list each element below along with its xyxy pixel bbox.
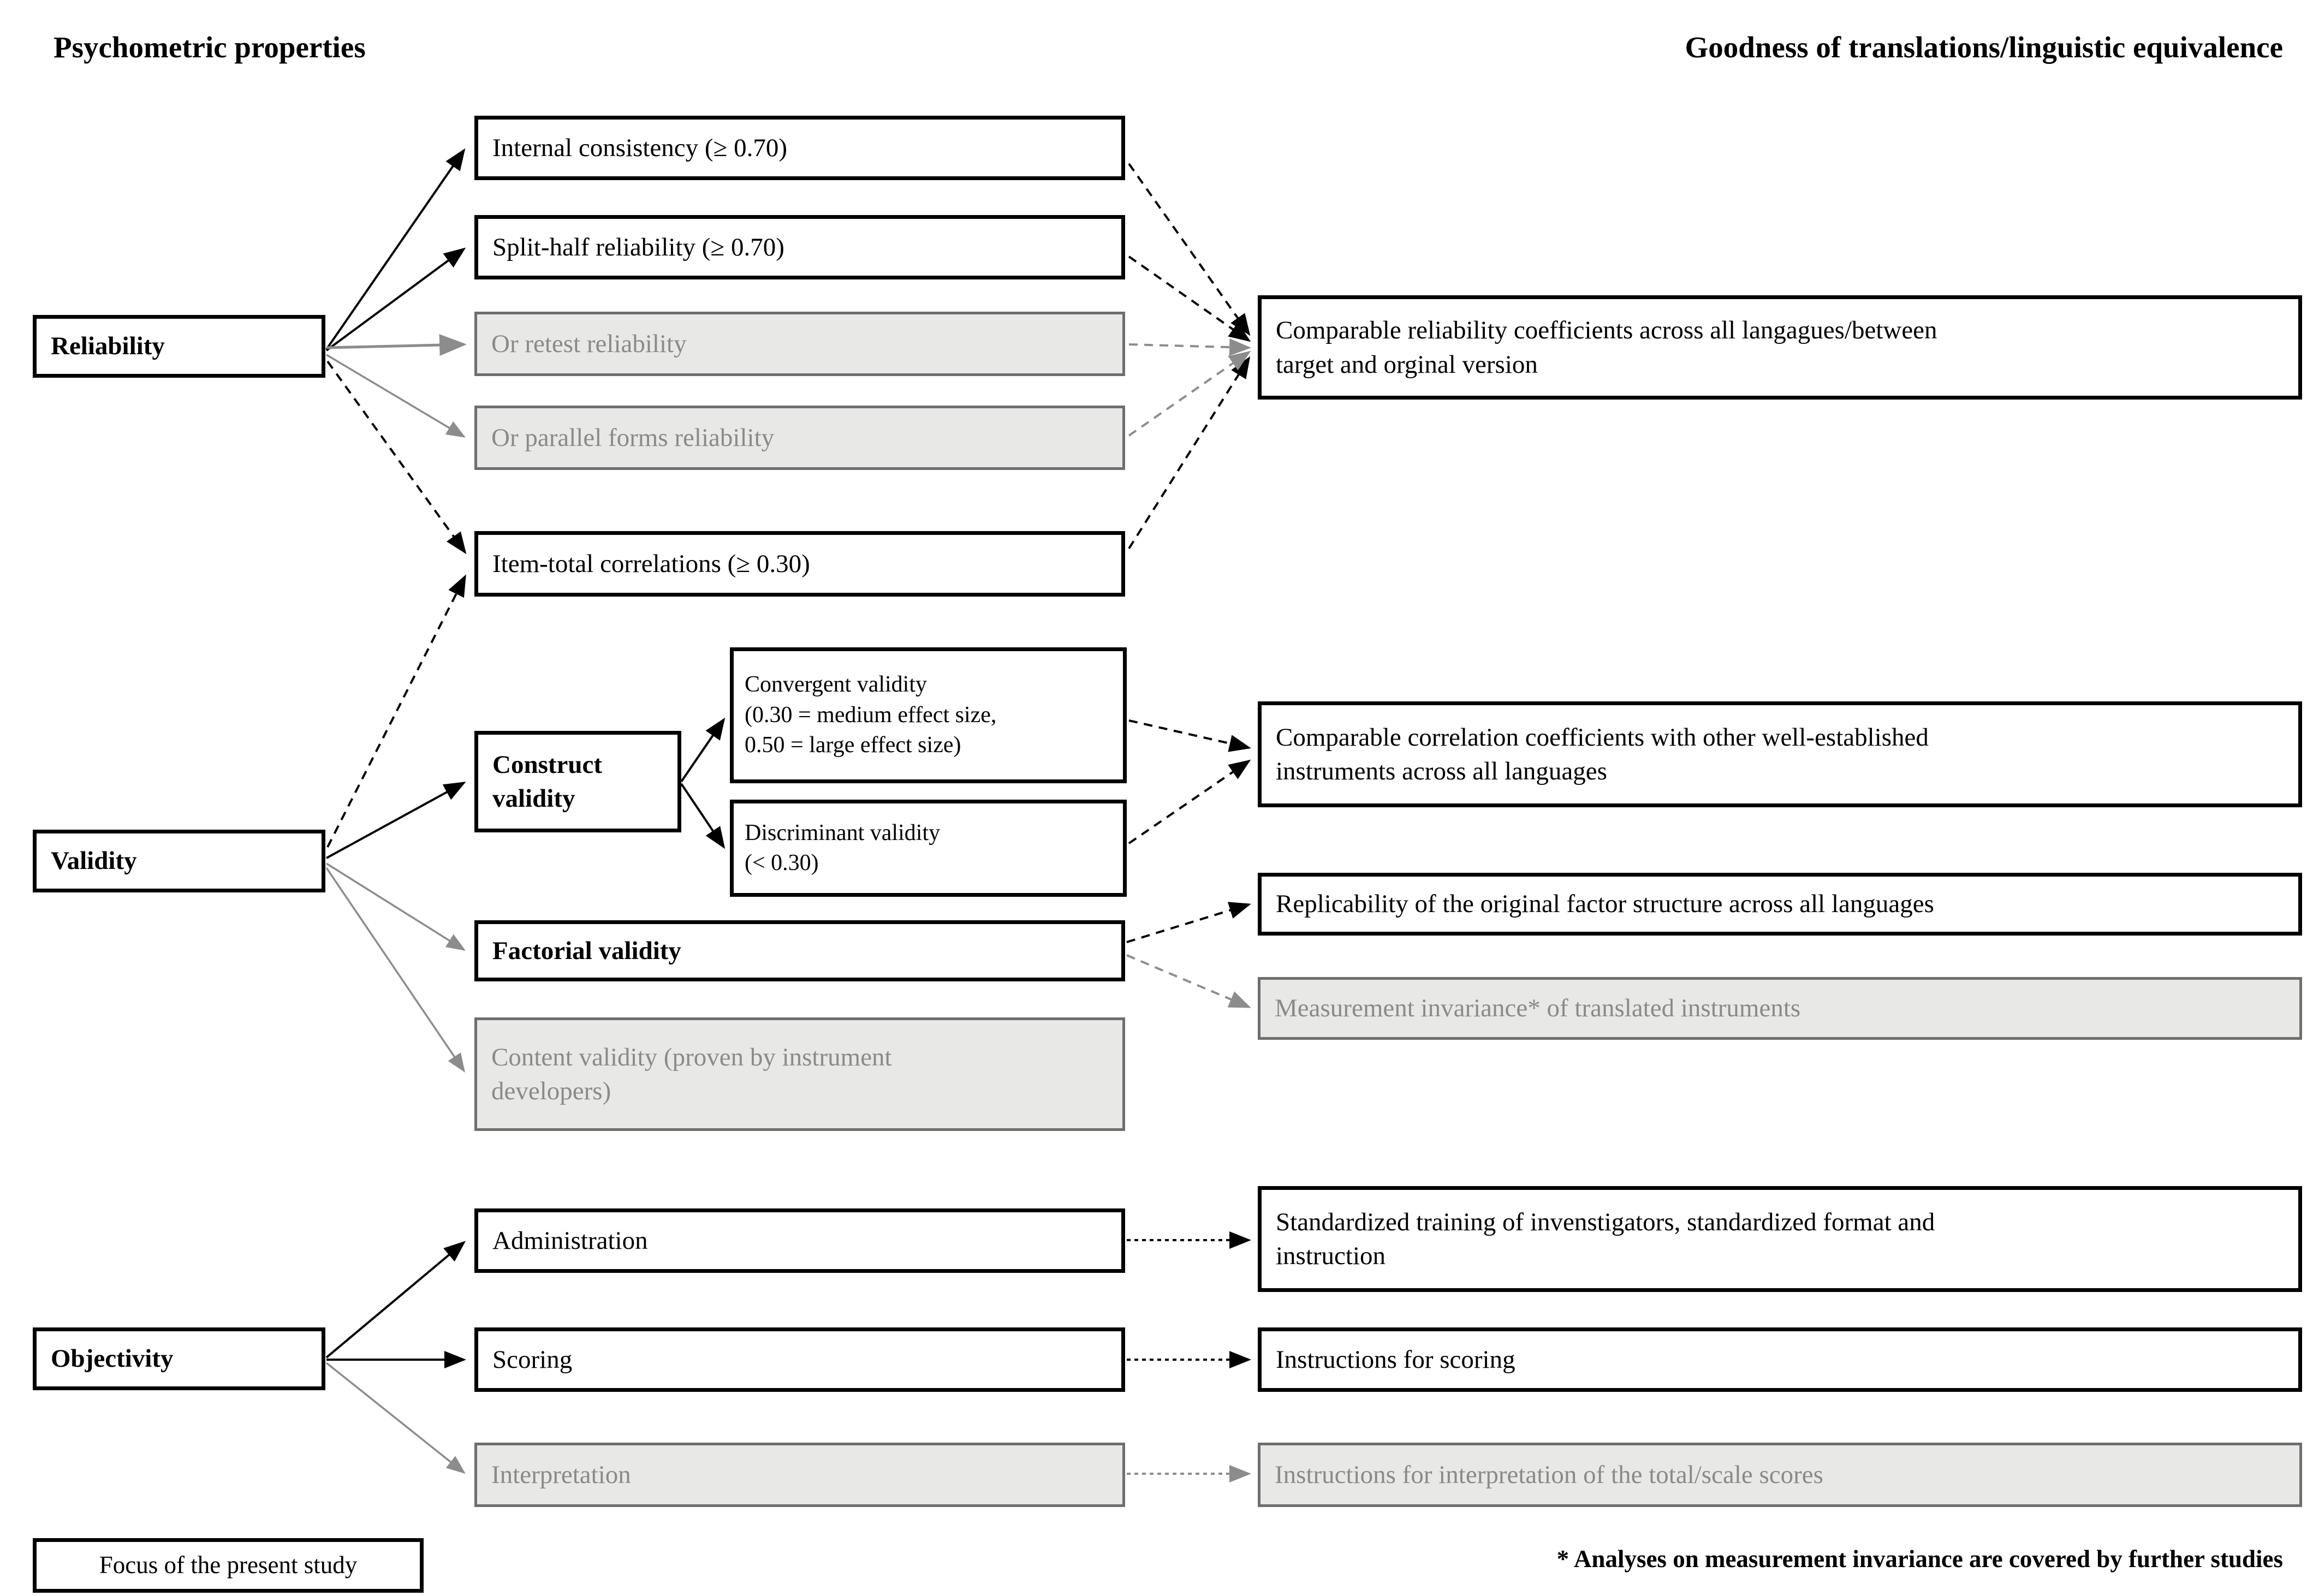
box-construct-validity-text: Construct validity <box>492 750 603 813</box>
box-item-total-correlations: Item-total correlations (≥ 0.30) <box>474 531 1125 597</box>
box-factorial-validity-text: Factorial validity <box>492 936 681 965</box>
title-psychometric-properties: Psychometric properties <box>53 31 366 64</box>
box-retest-reliability-text: Or retest reliability <box>491 329 687 358</box>
dashed-gray-arrows <box>1126 338 1251 1482</box>
box-retest-reliability: Or retest reliability <box>474 312 1125 376</box>
solid-gray-arrows <box>325 334 467 1474</box>
box-interpretation: Interpretation <box>474 1443 1125 1507</box>
label-objectivity-text: Objectivity <box>51 1344 174 1373</box>
box-construct-outcome: Comparable correlation coefficients with… <box>1258 701 2302 807</box>
arrow-factorial-to-invariance <box>1126 954 1251 1008</box>
arrow-discriminant-to-construct-outcome <box>1128 759 1251 844</box>
box-scoring-text: Scoring <box>492 1345 573 1374</box>
box-interpretation-text: Interpretation <box>491 1460 631 1489</box>
title-goodness-of-translations: Goodness of translations/linguistic equi… <box>1685 31 2283 64</box>
box-administration-outcome: Standardized training of invenstigators,… <box>1258 1186 2302 1292</box>
arrow-factorial-to-replicability <box>1126 902 1251 943</box>
label-validity-text: Validity <box>51 847 137 876</box>
box-administration-outcome-text: Standardized training of invenstigators,… <box>1276 1207 1935 1270</box>
arrow-objectivity-interpretation <box>325 1362 466 1474</box>
arrow-internal-to-reliability-outcome <box>1128 163 1251 336</box>
arrow-validity-construct <box>326 782 466 859</box>
box-parallel-forms-reliability-text: Or parallel forms reliability <box>491 423 775 452</box>
box-scoring: Scoring <box>474 1327 1125 1392</box>
arrow-construct-discriminant <box>680 783 726 849</box>
box-split-half-reliability: Split-half reliability (≥ 0.70) <box>474 215 1125 279</box>
label-reliability: Reliability <box>33 315 325 378</box>
box-internal-consistency: Internal consistency (≥ 0.70) <box>474 116 1125 180</box>
box-invariance-outcome-text: Measurement invariance* of translated in… <box>1275 994 1801 1023</box>
box-construct-validity: Construct validity <box>474 731 681 832</box>
label-reliability-text: Reliability <box>51 332 165 361</box>
box-factorial-validity: Factorial validity <box>474 920 1125 981</box>
arrow-validity-factorial <box>326 862 466 951</box>
legend-focus-of-study: Focus of the present study <box>33 1538 424 1593</box>
legend-focus-of-study-text: Focus of the present study <box>99 1551 358 1579</box>
footnote-measurement-invariance: * Analyses on measurement invariance are… <box>1556 1545 2283 1573</box>
label-objectivity: Objectivity <box>33 1327 325 1390</box>
arrow-split-half-to-reliability-outcome <box>1128 255 1251 342</box>
box-parallel-forms-reliability: Or parallel forms reliability <box>474 406 1125 470</box>
box-discriminant-validity: Discriminant validity (< 0.30) <box>730 800 1127 897</box>
box-scoring-outcome: Instructions for scoring <box>1258 1327 2302 1392</box>
box-scoring-outcome-text: Instructions for scoring <box>1276 1345 1515 1374</box>
arrow-item-total-to-reliability-outcome <box>1128 356 1251 550</box>
arrow-reliability-split-half <box>325 247 466 352</box>
box-factorial-outcome: Replicability of the original factor str… <box>1258 873 2302 936</box>
box-construct-outcome-text: Comparable correlation coefficients with… <box>1276 723 1929 785</box>
arrow-validity-item-total <box>326 574 466 848</box>
box-discriminant-validity-text: Discriminant validity (< 0.30) <box>745 820 941 876</box>
arrow-construct-convergent <box>680 717 726 783</box>
box-interpretation-outcome-text: Instructions for interpretation of the t… <box>1275 1460 1823 1489</box>
arrow-retest-to-reliability-outcome <box>1128 338 1251 356</box>
box-convergent-validity: Convergent validity (0.30 = medium effec… <box>730 647 1127 783</box>
arrow-reliability-parallel-forms <box>326 354 466 438</box>
box-split-half-reliability-text: Split-half reliability (≥ 0.70) <box>492 233 784 261</box>
box-content-validity: Content validity (proven by instrument d… <box>474 1017 1125 1131</box>
label-validity: Validity <box>33 830 325 892</box>
box-reliability-outcome: Comparable reliability coefficients acro… <box>1258 295 2302 400</box>
box-administration: Administration <box>474 1208 1125 1273</box>
arrow-reliability-internal-consistency <box>325 148 466 350</box>
arrow-parallel-to-reliability-outcome <box>1128 350 1251 437</box>
box-interpretation-outcome: Instructions for interpretation of the t… <box>1258 1443 2302 1507</box>
arrow-validity-content <box>325 867 465 1073</box>
arrow-reliability-item-total <box>326 360 467 555</box>
box-factorial-outcome-text: Replicability of the original factor str… <box>1276 890 1934 919</box>
box-item-total-correlations-text: Item-total correlations (≥ 0.30) <box>492 549 810 578</box>
box-administration-text: Administration <box>492 1226 648 1255</box>
arrow-objectivity-administration <box>325 1241 466 1359</box>
box-content-validity-text: Content validity (proven by instrument d… <box>491 1043 892 1105</box>
arrow-convergent-to-construct-outcome <box>1128 719 1251 752</box>
box-internal-consistency-text: Internal consistency (≥ 0.70) <box>492 133 788 162</box>
box-convergent-validity-text: Convergent validity (0.30 = medium effec… <box>745 672 997 758</box>
arrow-reliability-retest <box>326 334 467 356</box>
box-invariance-outcome: Measurement invariance* of translated in… <box>1258 977 2302 1040</box>
box-reliability-outcome-text: Comparable reliability coefficients acro… <box>1276 316 1937 379</box>
